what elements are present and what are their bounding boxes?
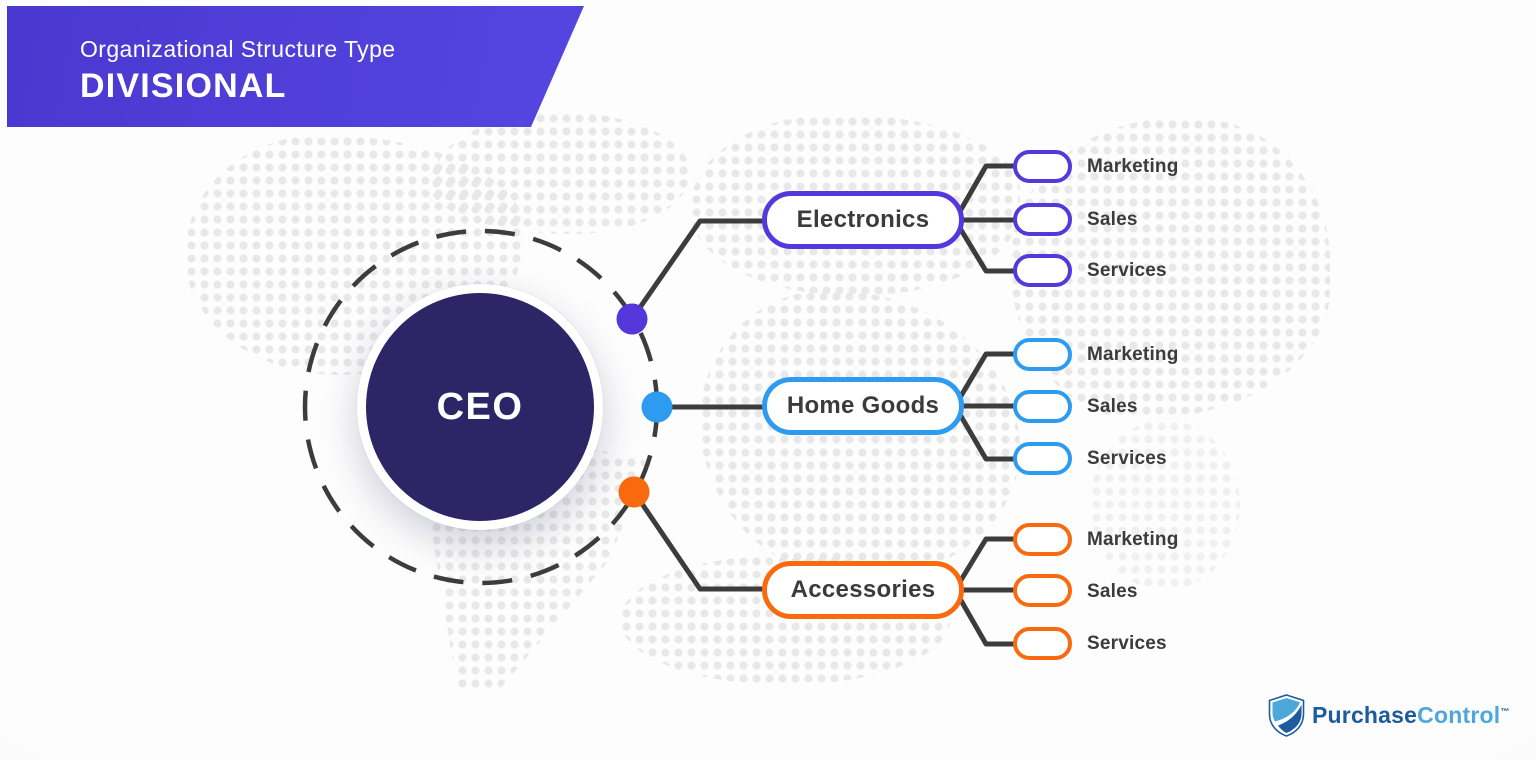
branch-line-electronics xyxy=(629,218,765,322)
department-pill xyxy=(1013,442,1072,475)
department-label: Marketing xyxy=(1087,344,1179,365)
division-label: Accessories xyxy=(790,576,936,603)
orbit-dot-electronics xyxy=(616,303,648,335)
department-pill xyxy=(1013,254,1072,287)
department-pill xyxy=(1013,150,1072,183)
department-label: Services xyxy=(1087,633,1167,654)
subbranch-electronics-services xyxy=(952,217,1016,274)
world-map-dots xyxy=(700,290,1020,580)
trademark-symbol: ™ xyxy=(1500,706,1510,717)
header-banner: Organizational Structure Type DIVISIONAL xyxy=(7,6,584,127)
department-label: Sales xyxy=(1087,581,1138,602)
subbranch-homegoods-services xyxy=(952,403,1016,462)
department-pill xyxy=(1013,338,1072,371)
department-pill xyxy=(1013,203,1072,236)
subbranch-accessories-marketing xyxy=(952,536,1016,593)
division-node-accessories: Accessories xyxy=(762,561,964,619)
department-label: Services xyxy=(1087,260,1167,281)
purchasecontrol-logo: PurchaseControl™ xyxy=(1268,694,1510,737)
branch-line-accessories xyxy=(631,489,765,592)
department-label: Sales xyxy=(1087,396,1138,417)
ceo-label: CEO xyxy=(436,385,524,428)
world-map-dots xyxy=(430,112,690,234)
department-label: Services xyxy=(1087,448,1167,469)
subbranch-homegoods-marketing xyxy=(952,351,1016,409)
department-label: Marketing xyxy=(1087,156,1179,177)
department-label: Marketing xyxy=(1087,529,1179,550)
department-pill xyxy=(1013,390,1072,423)
division-label: Electronics xyxy=(796,206,930,233)
world-map-dots xyxy=(1090,420,1240,590)
division-node-home-goods: Home Goods xyxy=(762,377,964,435)
division-node-electronics: Electronics xyxy=(762,191,964,249)
brand-text-purchase: Purchase xyxy=(1312,702,1418,728)
department-pill xyxy=(1013,574,1072,607)
purchasecontrol-shield-icon xyxy=(1268,694,1305,737)
brand-text-control: Control xyxy=(1417,702,1501,728)
subbranch-accessories-services xyxy=(952,587,1016,647)
orbit-dot-home-goods xyxy=(641,391,673,423)
department-label: Sales xyxy=(1087,209,1138,230)
orbit-dot-accessories xyxy=(618,476,650,508)
ceo-node: CEO xyxy=(357,284,603,530)
subbranch-electronics-marketing xyxy=(952,163,1016,223)
purchasecontrol-wordmark: PurchaseControl™ xyxy=(1312,702,1510,729)
header-subtitle: Organizational Structure Type xyxy=(80,36,396,62)
department-pill xyxy=(1013,523,1072,556)
department-pill xyxy=(1013,627,1072,660)
header-title: DIVISIONAL xyxy=(80,67,287,105)
division-label: Home Goods xyxy=(786,392,940,419)
